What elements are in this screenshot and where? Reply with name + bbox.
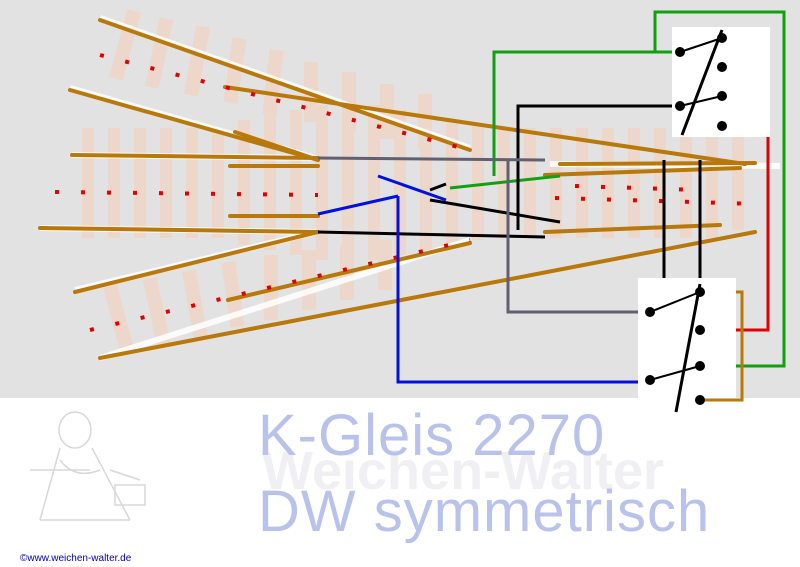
wire-black-top <box>516 104 680 230</box>
switch-panel-lower <box>638 278 736 413</box>
wire-gray <box>317 156 546 162</box>
rail-lower-right <box>543 223 722 234</box>
wire-green <box>449 174 561 190</box>
wire-blue-loop <box>396 196 645 384</box>
rail-upper-frog <box>233 130 320 162</box>
rail-main-left <box>70 153 320 160</box>
wire-gray-right <box>506 160 640 314</box>
rail-lower-inner-b <box>226 241 472 302</box>
copyright-link[interactable]: ©www.weichen-walter.de <box>20 553 132 564</box>
wire-blue-sw <box>377 174 447 202</box>
rail-upper-outer <box>98 18 472 152</box>
track-centerlines <box>54 53 761 332</box>
diagram-title-line2: DW symmetrisch <box>258 479 711 544</box>
rail-right-upper <box>543 166 742 177</box>
wire-green-loop <box>492 50 680 176</box>
mascot-logo <box>30 411 146 521</box>
wire-black-frog <box>429 198 561 224</box>
rail-upper-inner-b <box>223 85 747 166</box>
rails <box>38 18 757 360</box>
watermark-text: Weichen-Walter <box>262 441 665 501</box>
wire-blue <box>317 194 399 216</box>
wire-black-junction <box>429 182 447 192</box>
rail-main-right <box>558 161 757 166</box>
rail-lower-outer <box>98 230 757 360</box>
rail-lower-left <box>38 226 320 234</box>
rail-upper-inner <box>68 88 320 162</box>
wire-green-top <box>653 10 786 368</box>
diagram-title-line1: K-Gleis 2270 <box>258 403 606 468</box>
switch-panel-upper <box>672 27 770 137</box>
rail-lower-inner <box>73 230 320 294</box>
